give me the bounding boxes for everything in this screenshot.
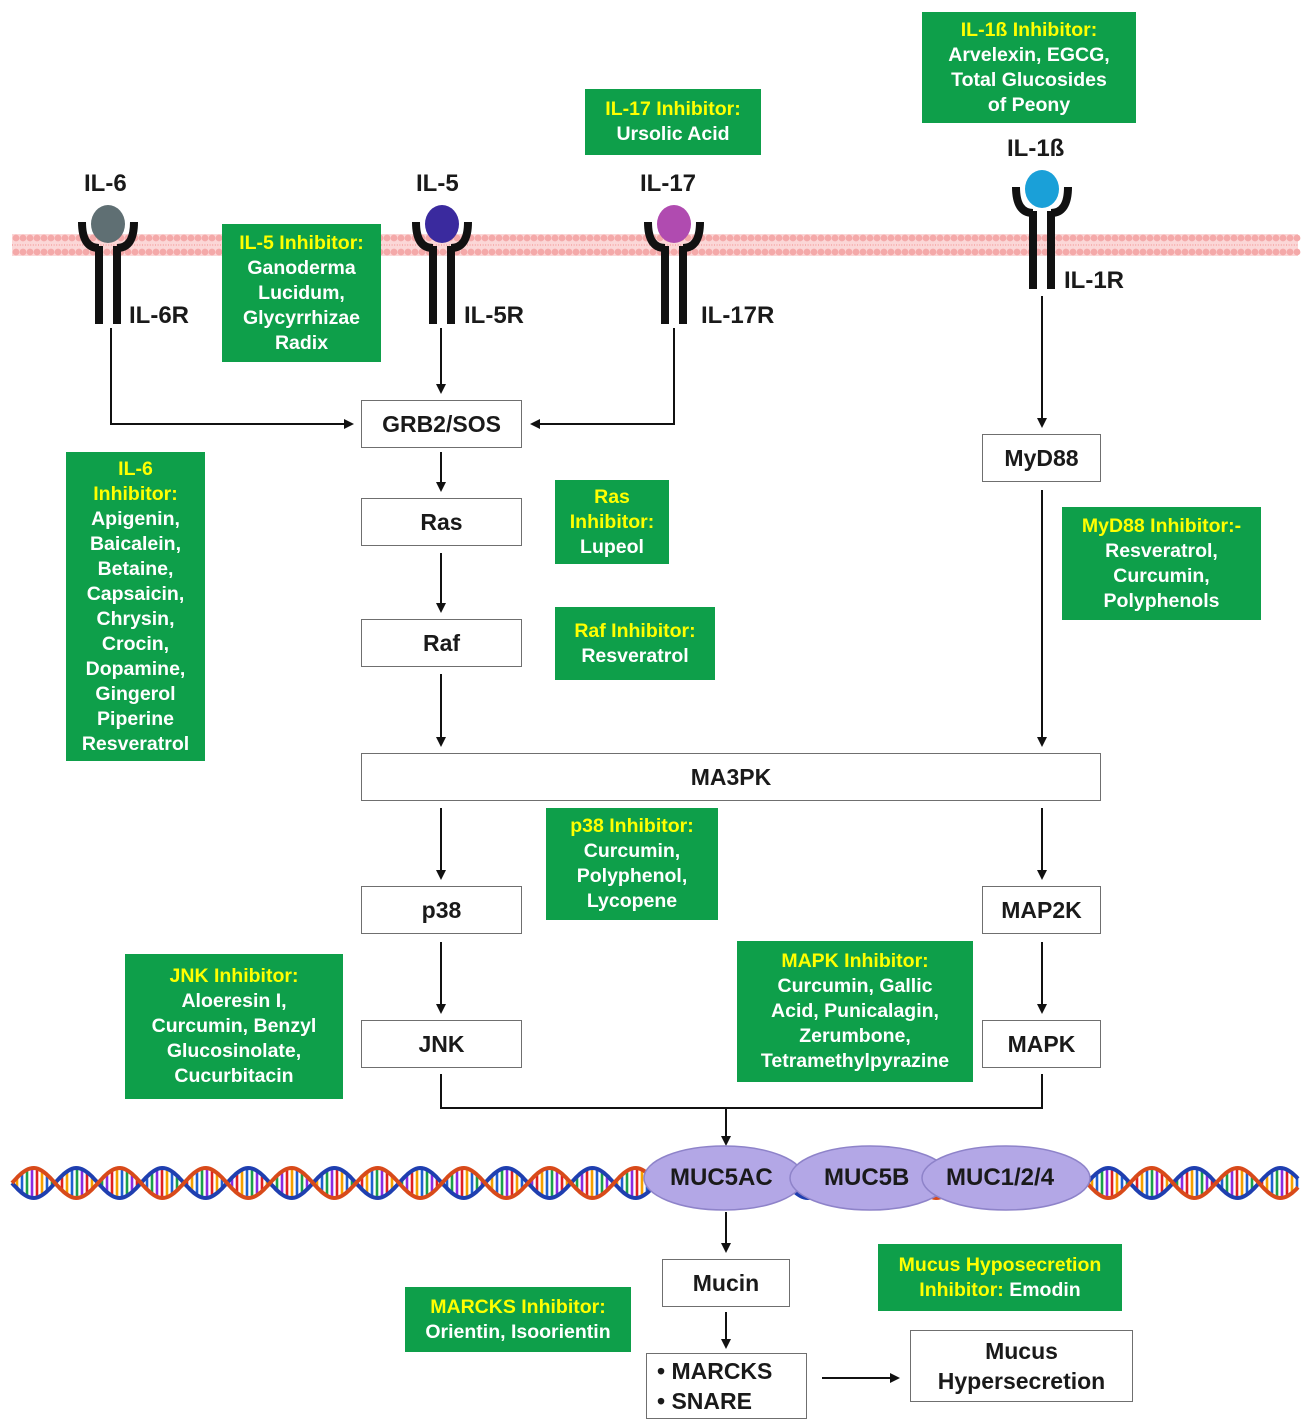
p38-inhibitor-title: p38 Inhibitor: [570,815,694,837]
il6-receptor [78,205,138,324]
il5-ligand-label: IL-5 [416,170,459,197]
il5-inhibitor-line: Glycyrrhizae [242,306,361,329]
myd88-inhibitor-line: Polyphenols [1103,589,1220,612]
il6-inhibitor-box: IL-6 Inhibitor: Apigenin, Baicalein, Bet… [66,452,205,761]
mucus-inhibitor-title: Mucus Hyposecretion [898,1253,1102,1276]
ras-inhibitor-line: Lupeol [580,535,644,558]
marcks-inhibitor-line: Orientin, Isoorientin [425,1320,611,1343]
mucus-inhibitor-title: Inhibitor: [919,1278,1004,1301]
gene-muc124: MUC1/2/4 [946,1164,1055,1191]
il5-inhibitor-line: Lucidum, [258,281,345,304]
jnk-inhibitor-line: Cucurbitacin [174,1065,294,1087]
mapk-inhibitor-title: MAPK Inhibitor: [781,950,929,972]
il5-inhibitor-line: Radix [274,331,329,354]
il6-inhibitor-title: Inhibitor: [93,482,178,505]
node-ras: Ras [361,498,522,546]
il5-inhibitor-line: Ganoderma [247,256,356,279]
pathway-arrows [110,296,1047,1383]
jnk-inhibitor-line: Glucosinolate, [166,1040,302,1062]
il17-inhibitor-box: IL-17 Inhibitor: Ursolic Acid [585,89,761,155]
il1b-inhibitor-box: IL-1ß Inhibitor: Arvelexin, EGCG, Total … [922,12,1136,123]
myd88-inhibitor-box: MyD88 Inhibitor:- Resveratrol, Curcumin,… [1062,507,1261,620]
gene-muc5ac: MUC5AC [670,1164,773,1191]
il6-inhibitor-title: IL-6 [118,457,153,480]
jnk-inhibitor-box: JNK Inhibitor: Aloeresin I, Curcumin, Be… [125,954,343,1099]
myd88-inhibitor-title: MyD88 Inhibitor:- [1081,514,1242,537]
node-raf: Raf [361,619,522,667]
gene-ovals [643,1145,1091,1211]
raf-inhibitor-title: Raf Inhibitor: [574,619,696,642]
il1b-ligand-label: IL-1ß [1007,135,1065,162]
mapk-inhibitor-line: Acid, Punicalagin, [771,1000,939,1022]
il6-inhibitor-line: Dopamine, [85,657,186,680]
il1b-inhibitor-line: Arvelexin, EGCG, [948,43,1110,66]
node-mucus-hypersecretion: Mucus Hypersecretion [910,1330,1133,1402]
mapk-inhibitor-line: Zerumbone, [799,1025,911,1047]
mucus-inhibitor-box: Mucus Hyposecretion Inhibitor: Emodin [878,1244,1122,1311]
il17r-label: IL-17R [701,302,775,329]
il1r-label: IL-1R [1064,267,1124,294]
mapk-inhibitor-line: Curcumin, Gallic [777,975,933,997]
il17-receptor [644,205,704,324]
node-p38: p38 [361,886,522,934]
marcks-label: • MARCKS [657,1358,773,1384]
p38-inhibitor-box: p38 Inhibitor: Curcumin, Polyphenol, Lyc… [546,808,718,920]
mucus-label: Mucus [985,1338,1058,1364]
node-marcks-snare: • MARCKS • SNARE [646,1353,807,1419]
jnk-inhibitor-line: Aloeresin I, [181,990,287,1012]
il1b-inhibitor-line: Total Glucosides [951,68,1107,91]
il6-inhibitor-line: Resveratrol [81,732,190,755]
il1r-receptor [1012,170,1072,289]
node-jnk: JNK [361,1020,522,1068]
jnk-inhibitor-title: JNK Inhibitor: [169,965,299,987]
il6-inhibitor-line: Crocin, [101,632,170,655]
jnk-inhibitor-line: Curcumin, Benzyl [151,1015,317,1037]
il6-inhibitor-line: Piperine [97,707,174,730]
ras-inhibitor-box: Ras Inhibitor: Lupeol [555,480,669,564]
node-myd88: MyD88 [982,434,1101,482]
il6-inhibitor-line: Baicalein, [89,532,182,555]
mapk-inhibitor-box: MAPK Inhibitor: Curcumin, Gallic Acid, P… [737,941,973,1082]
marcks-inhibitor-box: MARCKS Inhibitor: Orientin, Isoorientin [405,1287,631,1352]
ras-inhibitor-title: Ras [594,485,630,508]
il6-inhibitor-line: Gingerol [95,682,176,705]
il5r-label: IL-5R [464,302,524,329]
il6-inhibitor-line: Chrysin, [96,607,175,630]
node-mapk: MAPK [982,1020,1101,1068]
mucus-inhibitor-line: Emodin [1003,1278,1081,1301]
hypersecretion-label: Hypersecretion [937,1368,1106,1394]
node-ma3pk: MA3PK [361,753,1101,801]
il17-ligand-label: IL-17 [640,170,697,197]
node-grb2-sos: GRB2/SOS [361,400,522,448]
node-map2k: MAP2K [982,886,1101,934]
p38-inhibitor-line: Curcumin, [583,840,681,862]
node-mucin: Mucin [662,1259,790,1307]
il6r-label: IL-6R [129,302,189,329]
mapk-inhibitor-line: Tetramethylpyrazine [760,1050,950,1072]
il6-inhibitor-line: Apigenin, [91,507,180,530]
gene-muc5b: MUC5B [824,1164,910,1191]
il1b-inhibitor-title: IL-1ß Inhibitor: [960,18,1098,41]
ras-inhibitor-title: Inhibitor: [569,510,655,533]
p38-inhibitor-line: Lycopene [586,890,678,912]
il17-inhibitor-line: Ursolic Acid [616,123,730,145]
myd88-inhibitor-line: Curcumin, [1113,564,1210,587]
il5-inhibitor-box: IL-5 Inhibitor: Ganoderma Lucidum, Glycy… [222,224,381,362]
il17-inhibitor-title: IL-17 Inhibitor: [605,98,741,120]
marcks-inhibitor-title: MARCKS Inhibitor: [430,1295,606,1318]
myd88-inhibitor-line: Resveratrol, [1105,539,1218,562]
raf-inhibitor-line: Resveratrol [581,644,689,667]
il5-receptor [412,205,472,324]
il1b-inhibitor-line: of Peony [987,93,1071,116]
il6-ligand-label: IL-6 [84,170,127,197]
il6-inhibitor-line: Capsaicin, [86,582,185,605]
snare-label: • SNARE [657,1388,752,1414]
p38-inhibitor-line: Polyphenol, [576,865,688,887]
il6-inhibitor-line: Betaine, [97,557,174,580]
il5-inhibitor-title: IL-5 Inhibitor: [239,231,364,254]
raf-inhibitor-box: Raf Inhibitor: Resveratrol [555,607,715,680]
